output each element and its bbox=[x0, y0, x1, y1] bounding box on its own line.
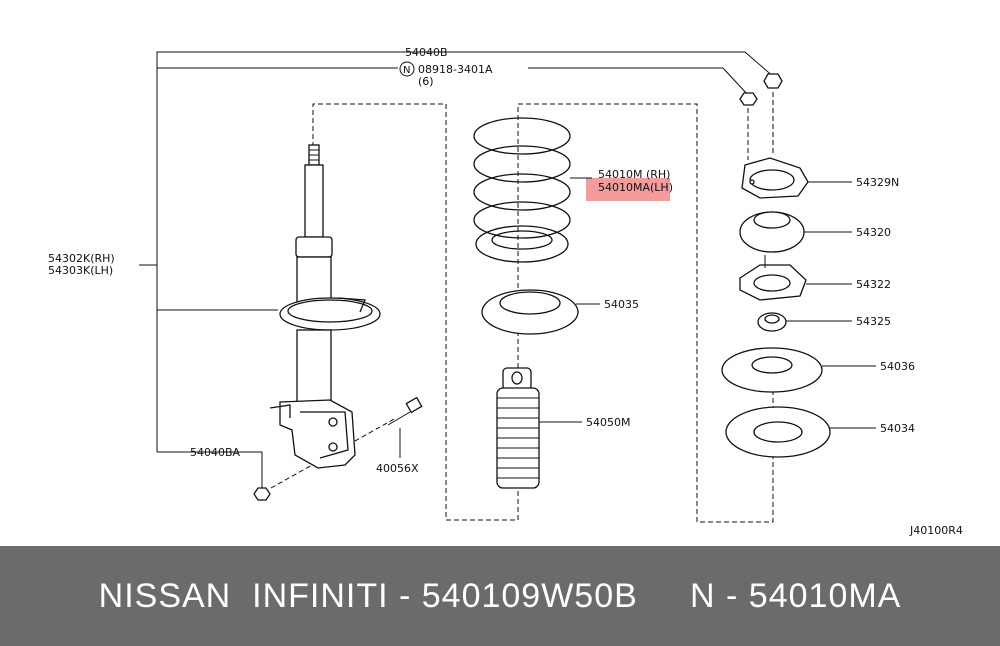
circled-n-icon bbox=[399, 61, 415, 77]
label-quantity-6: (6) bbox=[418, 75, 434, 88]
bump-boot bbox=[496, 367, 540, 489]
nut-54040b bbox=[763, 73, 783, 89]
label-54303k-lh: 54303K(LH) bbox=[48, 264, 113, 277]
strut-mount-bracket bbox=[739, 255, 807, 301]
rubber-seat bbox=[725, 406, 831, 458]
reference-code: J40100R4 bbox=[909, 524, 963, 537]
label-54320: 54320 bbox=[856, 226, 891, 239]
label-08918-3401a: 08918-3401A bbox=[418, 63, 493, 76]
spring-seat bbox=[481, 289, 579, 335]
coil-spring bbox=[473, 117, 571, 263]
label-54050m: 54050M bbox=[586, 416, 630, 429]
strut-assembly bbox=[269, 144, 381, 469]
label-54010m-rh: 54010M (RH) bbox=[598, 168, 670, 181]
label-54035: 54035 bbox=[604, 298, 639, 311]
label-54036: 54036 bbox=[880, 360, 915, 373]
exploded-parts-diagram: N 54040B 08918-3401A (6) 54302K(RH) 5430… bbox=[48, 46, 963, 537]
label-54040ba: 54040BA bbox=[190, 446, 241, 459]
label-54034: 54034 bbox=[880, 422, 915, 435]
nut-54040ba bbox=[253, 487, 271, 501]
label-circle-n: N bbox=[403, 65, 410, 76]
part-number-banner: NISSAN INFINITI - 540109W50B N - 54010MA bbox=[0, 546, 1000, 646]
banner-text: NISSAN INFINITI - 540109W50B N - 54010MA bbox=[98, 576, 902, 615]
bolt bbox=[387, 396, 423, 426]
label-54010ma-lh: 54010MA(LH) bbox=[598, 181, 673, 194]
label-54329n: 54329N bbox=[856, 176, 899, 189]
nut-08918 bbox=[739, 92, 758, 106]
strut-mount-insulator bbox=[739, 211, 805, 253]
bearing bbox=[757, 312, 787, 332]
label-54322: 54322 bbox=[856, 278, 891, 291]
highlight-box bbox=[586, 178, 670, 201]
label-54302k-rh: 54302K(RH) bbox=[48, 252, 115, 265]
label-54040b: 54040B bbox=[405, 46, 448, 59]
label-54325: 54325 bbox=[856, 315, 891, 328]
mount-insulator-plate bbox=[741, 157, 809, 199]
mount-seat bbox=[721, 347, 823, 393]
label-40056x: 40056X bbox=[376, 462, 419, 475]
